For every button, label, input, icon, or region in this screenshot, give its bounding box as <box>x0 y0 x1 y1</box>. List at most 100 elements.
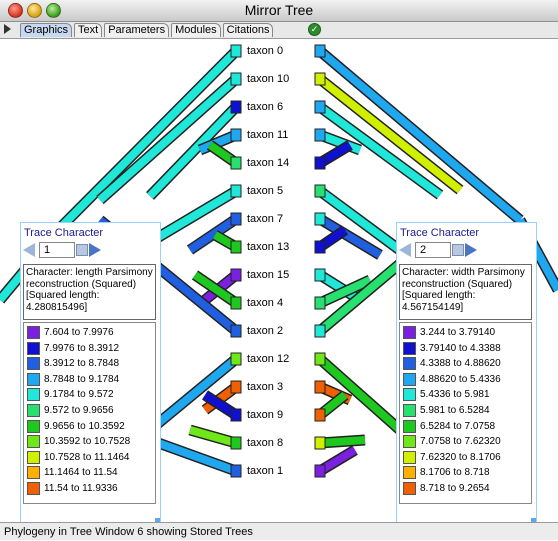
left-legend-row: 11.54 to 11.9336 <box>27 482 118 495</box>
right-character-number[interactable]: 2 <box>415 242 451 258</box>
check-icon[interactable]: ✓ <box>308 23 321 36</box>
left-branch[interactable] <box>147 355 239 434</box>
left-tip-box[interactable] <box>230 296 242 310</box>
tab-modules[interactable]: Modules <box>171 23 221 37</box>
tab-parameters[interactable]: Parameters <box>104 23 170 37</box>
right-tip-box[interactable] <box>314 156 326 170</box>
left-branch[interactable] <box>188 426 238 447</box>
left-prev-arrow-icon[interactable] <box>23 243 35 257</box>
left-branch[interactable] <box>198 131 238 154</box>
minimize-window-button[interactable] <box>27 3 42 18</box>
tab-text[interactable]: Text <box>74 23 103 37</box>
right-tip-box[interactable] <box>314 100 326 114</box>
taxon-label[interactable]: taxon 13 <box>247 241 290 253</box>
left-legend-label: 8.3912 to 8.7848 <box>44 358 120 370</box>
left-tip-box[interactable] <box>230 212 242 226</box>
right-tip-box[interactable] <box>314 240 326 254</box>
taxon-label[interactable]: taxon 0 <box>247 45 284 57</box>
right-select-icon[interactable] <box>452 244 464 256</box>
left-tip-box[interactable] <box>230 72 242 86</box>
left-legend-row: 9.572 to 9.9656 <box>27 404 114 417</box>
taxon-label[interactable]: taxon 10 <box>247 73 290 85</box>
left-tip-box[interactable] <box>230 380 242 394</box>
taxon-label[interactable]: taxon 11 <box>247 129 289 141</box>
left-branch[interactable] <box>57 48 239 231</box>
right-branch[interactable] <box>317 103 443 199</box>
right-branch[interactable] <box>318 276 372 307</box>
right-tip-box[interactable] <box>314 380 326 394</box>
right-tip-box[interactable] <box>314 464 326 478</box>
taxon-label[interactable]: taxon 2 <box>247 325 284 337</box>
right-tip-box[interactable] <box>314 268 326 282</box>
play-arrow-icon[interactable] <box>4 24 11 34</box>
taxon-label[interactable]: taxon 3 <box>247 381 284 393</box>
left-tip-box[interactable] <box>230 352 242 366</box>
left-resize-handle[interactable] <box>155 518 160 523</box>
left-tip-box[interactable] <box>230 240 242 254</box>
left-branch[interactable] <box>192 271 239 307</box>
left-tip-box[interactable] <box>230 184 242 198</box>
taxon-label[interactable]: taxon 7 <box>247 213 284 225</box>
right-tip-box[interactable] <box>314 296 326 310</box>
right-tip-box[interactable] <box>314 408 326 422</box>
right-tip-box[interactable] <box>314 352 326 366</box>
right-branch[interactable] <box>318 131 362 154</box>
left-character-stepper[interactable]: 1 <box>23 241 113 259</box>
right-branch[interactable] <box>317 356 403 433</box>
left-tip-box[interactable] <box>230 44 242 58</box>
left-legend-swatch <box>27 419 40 433</box>
left-tip-box[interactable] <box>230 436 242 450</box>
taxon-label[interactable]: taxon 8 <box>247 437 284 449</box>
left-character-number[interactable]: 1 <box>39 242 75 258</box>
close-window-button[interactable] <box>8 3 23 18</box>
right-prev-arrow-icon[interactable] <box>399 243 411 257</box>
right-tip-box[interactable] <box>314 72 326 86</box>
left-branch[interactable] <box>97 76 239 203</box>
right-branch[interactable] <box>317 215 383 259</box>
right-character-stepper[interactable]: 2 <box>399 241 489 259</box>
right-trace-panel[interactable]: Trace Character 2 Character: width Parsi… <box>396 222 537 524</box>
left-trace-panel[interactable]: Trace Character 1 Character: length Pars… <box>20 222 161 524</box>
left-tip-box[interactable] <box>230 324 242 338</box>
left-tip-box[interactable] <box>230 128 242 142</box>
taxon-label[interactable]: taxon 9 <box>247 409 284 421</box>
taxon-label[interactable]: taxon 1 <box>247 465 284 477</box>
left-tip-box[interactable] <box>230 464 242 478</box>
mirror-tree-canvas[interactable] <box>0 39 558 522</box>
taxon-label[interactable]: taxon 5 <box>247 185 284 197</box>
right-next-arrow-icon[interactable] <box>465 243 477 257</box>
taxon-label[interactable]: taxon 15 <box>247 269 290 281</box>
right-branch[interactable] <box>317 47 523 224</box>
tab-graphics[interactable]: Graphics <box>20 23 73 37</box>
left-tip-box[interactable] <box>230 408 242 422</box>
left-legend-row: 11.1464 to 11.54 <box>27 466 118 480</box>
taxon-label[interactable]: taxon 12 <box>247 353 290 365</box>
right-resize-handle[interactable] <box>531 518 536 523</box>
right-tip-box[interactable] <box>314 212 326 226</box>
right-tip-box[interactable] <box>314 44 326 58</box>
tab-citations[interactable]: Citations <box>222 23 274 37</box>
left-tip-box[interactable] <box>230 268 242 282</box>
right-branch[interactable] <box>317 75 463 194</box>
taxon-label[interactable]: taxon 6 <box>247 101 284 113</box>
right-tip-box[interactable] <box>314 184 326 198</box>
left-tip-box[interactable] <box>230 100 242 114</box>
right-tip-box[interactable] <box>314 324 326 338</box>
left-branch[interactable] <box>147 104 239 199</box>
right-branch[interactable] <box>319 436 366 447</box>
right-legend-label: 4.88620 to 5.4336 <box>420 373 501 385</box>
right-legend-label: 4.3388 to 4.88620 <box>420 358 501 370</box>
zoom-window-button[interactable] <box>46 3 61 18</box>
taxon-label[interactable]: taxon 4 <box>247 297 284 309</box>
right-character-description: Character: width Parsimony reconstructio… <box>399 264 532 320</box>
left-branch[interactable] <box>148 436 238 475</box>
left-tip-box[interactable] <box>230 156 242 170</box>
right-tip-box[interactable] <box>314 128 326 142</box>
left-select-icon[interactable] <box>76 244 88 256</box>
right-branch[interactable] <box>317 446 358 475</box>
right-tip-box[interactable] <box>314 436 326 450</box>
taxon-label[interactable]: taxon 14 <box>247 157 290 169</box>
left-next-arrow-icon[interactable] <box>89 243 101 257</box>
left-branch[interactable] <box>187 215 239 254</box>
